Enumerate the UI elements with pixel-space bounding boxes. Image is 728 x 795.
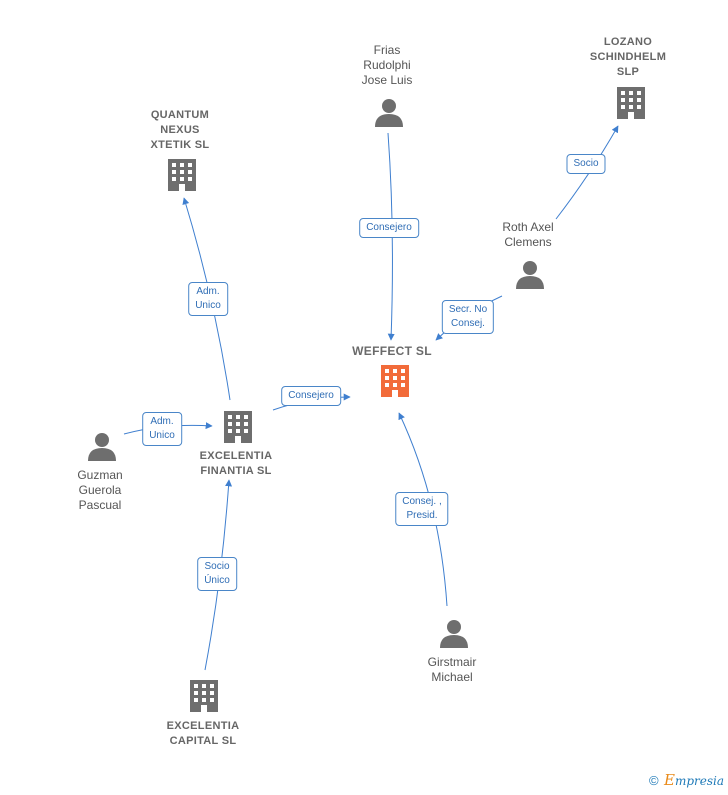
person-icon [88, 433, 116, 461]
node-label-weffect[interactable]: WEFFECT SL [352, 344, 432, 358]
edge-label-capital-finantia[interactable]: Socio Único [197, 557, 237, 591]
node-label-lozano-schindhelm[interactable]: LOZANO SCHINDHELM SLP [589, 36, 667, 78]
node-label-girstmair-michael[interactable]: Girstmair Michael [427, 655, 477, 684]
person-icon [375, 99, 403, 127]
edge-label-frias-weffect[interactable]: Consejero [359, 218, 419, 238]
building-icon [224, 411, 252, 443]
node-label-frias-rudolphi[interactable]: Frias Rudolphi Jose Luis [361, 43, 413, 87]
person-icon [516, 261, 544, 289]
node-label-roth-axel[interactable]: Roth Axel Clemens [502, 220, 554, 249]
node-label-excelentia-finantia[interactable]: EXCELENTIA FINANTIA SL [199, 450, 273, 477]
empresia-logo[interactable]: © Empresia [649, 771, 724, 789]
node-label-excelentia-capital[interactable]: EXCELENTIA CAPITAL SL [166, 720, 240, 747]
building-icon [168, 159, 196, 191]
building-icon [381, 365, 409, 397]
building-icon [617, 87, 645, 119]
edge-label-finantia-quantum[interactable]: Adm. Unico [188, 282, 228, 316]
copyright-symbol: © [649, 773, 659, 788]
brand-initial: E [663, 771, 675, 789]
edge-label-guzman-finantia[interactable]: Adm. Unico [142, 412, 182, 446]
node-label-quantum-nexus[interactable]: QUANTUM NEXUS XTETIK SL [150, 109, 210, 151]
edge-label-finantia-weffect[interactable]: Consejero [281, 386, 341, 406]
building-icon [190, 680, 218, 712]
edge-label-roth-lozano[interactable]: Socio [566, 154, 606, 174]
edge-label-girstmair-weffect[interactable]: Consej. , Presid. [395, 492, 449, 526]
edge-label-roth-weffect[interactable]: Secr. No Consej. [441, 300, 495, 334]
person-icon [440, 620, 468, 648]
brand-name: mpresia [674, 774, 724, 788]
node-label-guzman-guerola[interactable]: Guzman Guerola Pascual [77, 468, 123, 512]
